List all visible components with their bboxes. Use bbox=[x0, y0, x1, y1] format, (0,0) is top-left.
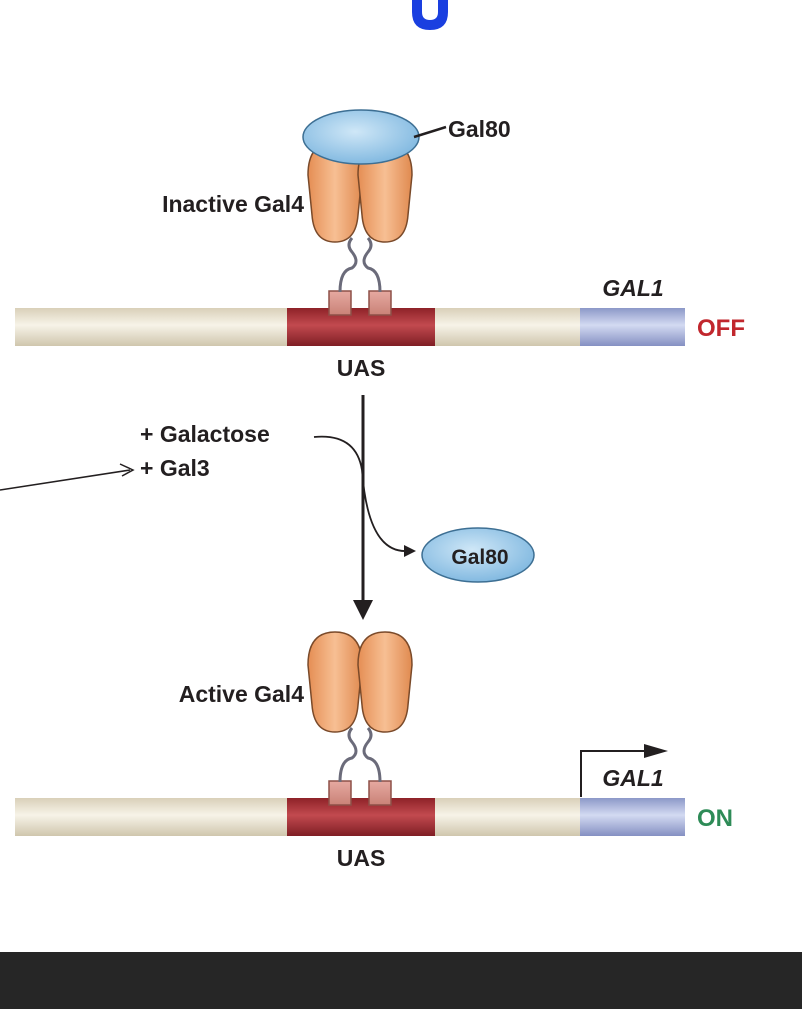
gal4-linker bbox=[362, 237, 382, 293]
gal4-regulation-diagram: Gal80 Inactive Gal4 GAL1 OFF UAS + Galac… bbox=[0, 0, 745, 871]
active-state-panel: Active Gal4 GAL1 ON UAS bbox=[15, 631, 733, 871]
binding-site bbox=[328, 290, 352, 316]
gal80-pointer bbox=[413, 125, 447, 139]
gal4-monomer-left bbox=[307, 631, 363, 733]
transition: + Galactose + Gal3 Gal80 bbox=[0, 395, 535, 620]
gal4-linker bbox=[338, 727, 358, 783]
title-fragment bbox=[412, 0, 448, 30]
gal3-pointer-head bbox=[119, 463, 135, 477]
gal80-release-arrowhead bbox=[404, 545, 416, 557]
binding-site bbox=[368, 290, 392, 316]
label-gal80-top: Gal80 bbox=[448, 116, 511, 142]
label-active-gal4: Active Gal4 bbox=[179, 681, 304, 707]
label-off: OFF bbox=[697, 315, 745, 342]
label-gal1-top: GAL1 bbox=[602, 275, 663, 301]
label-gal80-released: Gal80 bbox=[451, 546, 508, 569]
label-uas-bottom: UAS bbox=[337, 845, 386, 871]
transcription-arrow bbox=[580, 750, 646, 797]
uas-region-top bbox=[287, 308, 435, 346]
gal4-linker bbox=[362, 727, 382, 783]
label-gal1-bottom: GAL1 bbox=[602, 765, 663, 791]
gal4-monomer-right bbox=[357, 631, 413, 733]
gal80-bound bbox=[302, 109, 420, 165]
gal80-released bbox=[421, 527, 535, 583]
label-inactive-gal4: Inactive Gal4 bbox=[162, 191, 304, 217]
label-uas-top: UAS bbox=[337, 355, 386, 381]
gal3-pointer-line bbox=[0, 469, 131, 491]
inactive-state-panel: Gal80 Inactive Gal4 GAL1 OFF UAS bbox=[15, 109, 745, 381]
gal4-linker bbox=[338, 237, 358, 293]
gal80-release-arrow bbox=[313, 435, 408, 552]
binding-site bbox=[328, 780, 352, 806]
label-on: ON bbox=[697, 805, 733, 832]
gal1-gene-top bbox=[580, 308, 685, 346]
gal1-gene-bottom bbox=[580, 798, 685, 836]
label-plus-galactose: + Galactose bbox=[140, 421, 270, 447]
uas-region-bottom bbox=[287, 798, 435, 836]
transcription-arrowhead bbox=[644, 744, 668, 758]
main-down-arrowhead bbox=[353, 600, 373, 620]
bottom-bar bbox=[0, 952, 802, 1009]
binding-site bbox=[368, 780, 392, 806]
label-plus-gal3: + Gal3 bbox=[140, 455, 210, 481]
